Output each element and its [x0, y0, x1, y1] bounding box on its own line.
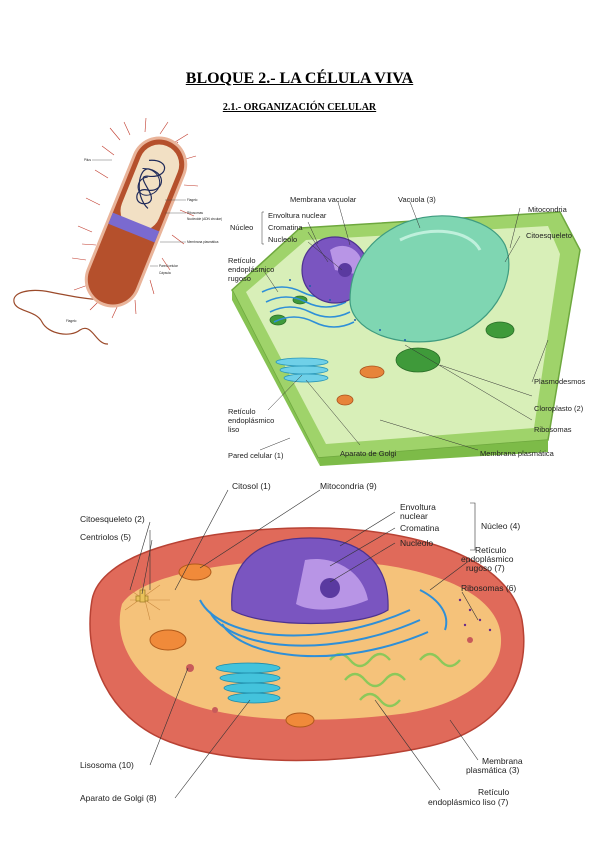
label-plant-rer-3: rugoso: [228, 274, 251, 283]
label-plant-rer-1: Retículo: [228, 256, 256, 265]
animal-mitochondria: [149, 563, 315, 728]
plant-leader-lines: [259, 201, 549, 451]
label-animal-nucleolo: Nucleolo: [400, 538, 433, 548]
label-plant-cloroplasto: Cloroplasto (2): [534, 404, 584, 413]
label-animal-rel-2: endoplásmico liso (7): [428, 797, 508, 807]
label-animal-ribosomas: Ribosomas (6): [461, 583, 516, 593]
label-bact-flagellum: Flagelo: [66, 319, 77, 323]
label-plant-ribosomas: Ribosomas: [534, 425, 572, 434]
label-bact-4: Membrana plasmática: [187, 240, 219, 244]
section-subtitle: 2.1.- ORGANIZACIÓN CELULAR: [222, 102, 377, 113]
bacteria-diagram: Pilus Flagelo Ribosomas Nucleoide (ADN c…: [13, 117, 222, 345]
label-animal-envoltura-2: nuclear: [400, 511, 428, 521]
label-bact-1: Flagelo: [187, 198, 198, 202]
label-animal-lisosoma: Lisosoma (10): [80, 760, 134, 770]
label-plant-rel-3: liso: [228, 425, 239, 434]
bacteria-membrane-band: [108, 212, 160, 243]
label-animal-envoltura-1: Envoltura: [400, 502, 436, 512]
label-plant-vacuola: Vacuola (3): [398, 195, 436, 204]
label-plant-pared-celular: Pared celular (1): [228, 451, 284, 460]
animal-golgi: [215, 662, 281, 704]
label-animal-mitocondria: Mitocondria (9): [320, 481, 377, 491]
label-animal-rer-3: rugoso (7): [466, 563, 505, 573]
label-plant-citoesqueleto: Citoesqueleto: [526, 231, 572, 240]
label-animal-golgi: Aparato de Golgi (8): [80, 793, 157, 803]
plant-cell-diagram: Membrana vacuolar Vacuola (3) Mitocondri…: [228, 195, 586, 466]
animal-lysosomes: [186, 637, 473, 713]
label-plant-cromatina: Cromatina: [268, 223, 303, 232]
plant-chloroplasts: [269, 295, 515, 373]
label-plant-plasmodesmos: Plasmodesmos: [534, 377, 586, 386]
label-bact-pilus: Pilus: [84, 158, 91, 162]
label-bact-6: Cápsula: [159, 271, 171, 275]
label-plant-membrana-plasmatica: Membrana plasmática: [480, 449, 555, 458]
label-plant-envoltura: Envoltura nuclear: [268, 211, 327, 220]
animal-leader-lines: [129, 489, 479, 799]
label-animal-rel-1: Retículo: [478, 787, 509, 797]
label-animal-membrana-1: Membrana: [482, 756, 523, 766]
label-animal-centriolos: Centriolos (5): [80, 532, 131, 542]
label-bact-3: Nucleoide (ADN circular): [187, 217, 222, 221]
animal-rough-er: [199, 589, 448, 658]
label-bact-2: Ribosomas: [187, 211, 203, 215]
plant-vacuole: [349, 215, 510, 343]
page-title: BLOQUE 2.- LA CÉLULA VIVA: [185, 70, 414, 87]
label-bact-5: Pared celular: [159, 264, 179, 268]
plant-nucleolus: [338, 263, 352, 277]
label-plant-mitocondria: Mitocondria: [528, 205, 568, 214]
label-plant-nucleo: Núcleo: [230, 223, 253, 232]
animal-nucleolus: [320, 578, 340, 598]
animal-cytoplasm: [119, 560, 502, 720]
label-animal-citosol: Citosol (1): [232, 481, 271, 491]
label-plant-nucleolo: Nucleolo: [268, 235, 297, 244]
label-animal-rer-1: Retículo: [475, 545, 506, 555]
label-plant-rel-2: endoplásmico: [228, 416, 274, 425]
animal-labels: Citosol (1) Mitocondria (9) Envoltura nu…: [80, 481, 523, 807]
label-plant-rel-1: Retículo: [228, 407, 256, 416]
plant-mitochondria: [336, 365, 385, 406]
label-animal-nucleo: Núcleo (4): [481, 521, 520, 531]
bacteria-flagellum: [13, 289, 109, 345]
animal-cell-diagram: Citosol (1) Mitocondria (9) Envoltura nu…: [80, 481, 525, 807]
plant-ribosomes: [289, 279, 406, 341]
animal-smooth-er: [329, 652, 461, 708]
bacteria-labels: Pilus Flagelo Ribosomas Nucleoide (ADN c…: [66, 158, 222, 323]
plant-golgi: [275, 357, 329, 383]
label-animal-citoesqueleto: Citoesqueleto (2): [80, 514, 145, 524]
plant-labels: Membrana vacuolar Vacuola (3) Mitocondri…: [228, 195, 586, 460]
animal-ribosomes: [458, 598, 492, 632]
label-animal-cromatina: Cromatina: [400, 523, 439, 533]
label-plant-membrana-vacuolar: Membrana vacuolar: [290, 195, 357, 204]
label-animal-membrana-2: plasmática (3): [466, 765, 520, 775]
label-animal-rer-2: endoplásmico: [461, 554, 514, 564]
label-plant-golgi: Aparato de Golgi: [340, 449, 397, 458]
label-plant-rer-2: endoplásmico: [228, 265, 274, 274]
